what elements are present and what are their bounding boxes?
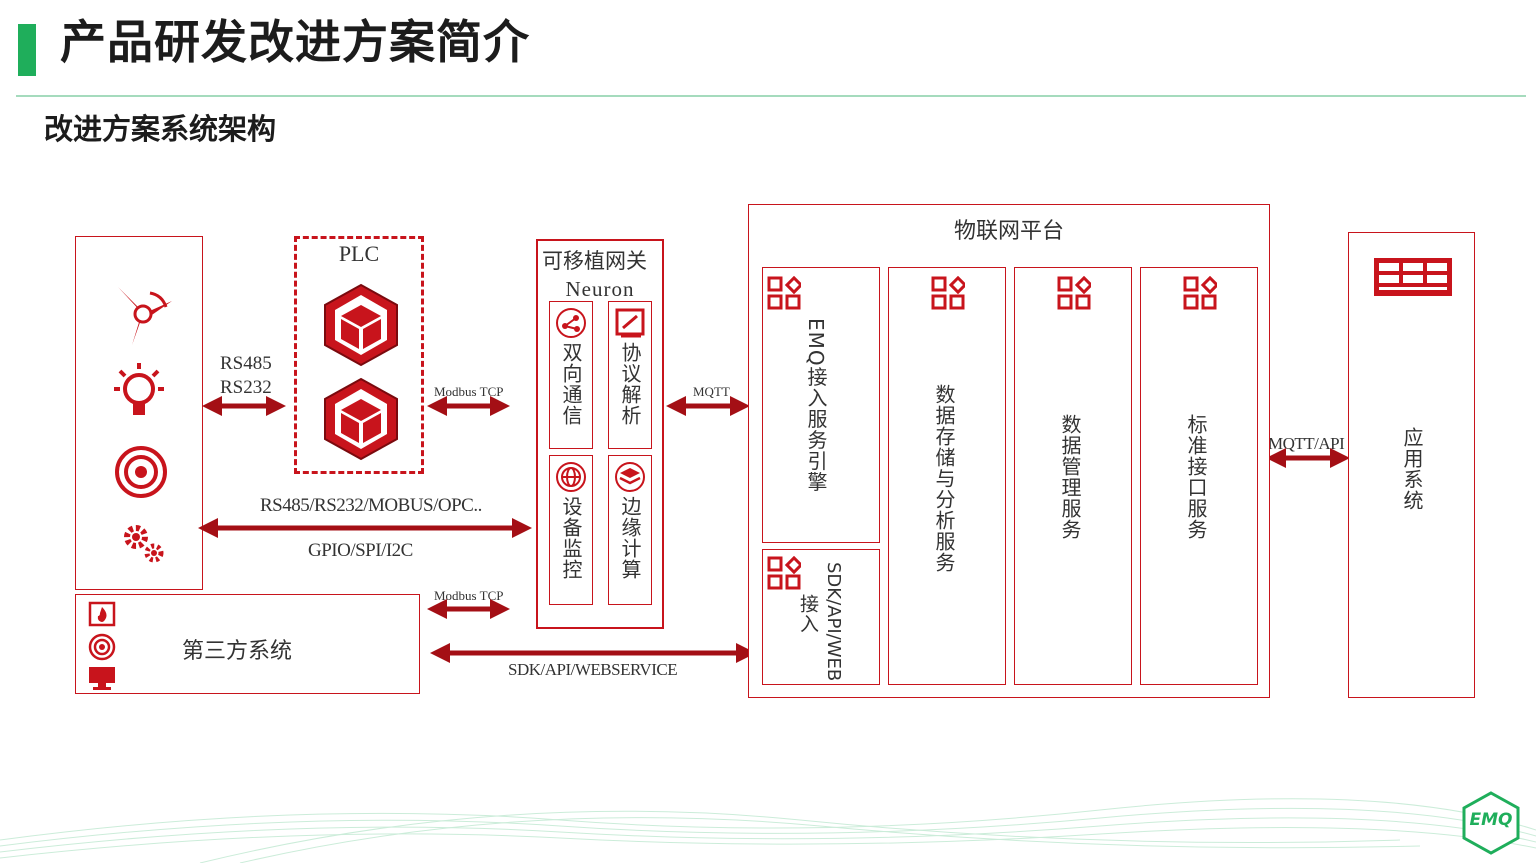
link-label-gpio: GPIO/SPI/I2C <box>308 540 413 561</box>
third-party-label: 第三方系统 <box>182 639 293 664</box>
service-label: EMQ接入服务引擎 <box>804 318 828 493</box>
third-party-panel: 第三方系统 <box>75 594 420 694</box>
apps-icon <box>1183 276 1217 310</box>
service-sdk-access: SDK/API/WEB 接入 <box>762 549 880 685</box>
service-label: 数据存储与分析服务 <box>932 384 956 573</box>
globe-icon <box>556 462 586 492</box>
apps-icon <box>1057 276 1091 310</box>
gateway-subtitle: Neuron <box>565 277 635 301</box>
module-label: 边缘计算 <box>618 496 642 580</box>
service-storage-analysis: 数据存储与分析服务 <box>888 267 1006 685</box>
gateway-module-protocol: 协议解析 <box>608 301 652 449</box>
monitor-icon <box>89 667 115 690</box>
title-accent-bar <box>18 24 36 76</box>
gateway-title: 可移植网关 <box>542 249 647 273</box>
wind-turbine-icon <box>118 287 172 345</box>
header-divider <box>16 95 1526 97</box>
gateway-module-monitor: 设备监控 <box>549 455 593 605</box>
apps-icon <box>767 556 801 590</box>
layers-icon <box>615 462 645 492</box>
field-devices-panel <box>75 236 203 590</box>
iot-platform-panel: 物联网平台 EMQ接入服务引擎 SDK/API/WEB 接入 数据存储与分析服务… <box>748 204 1270 698</box>
logo-hexagon-icon <box>1462 791 1520 855</box>
target-sensor-icon <box>88 633 116 661</box>
sdk-access-line1: SDK/API/WEB <box>822 562 844 682</box>
service-label: 标准接口服务 <box>1184 414 1208 540</box>
gateway-module-bidirectional: 双向通信 <box>549 301 593 449</box>
service-emq-access: EMQ接入服务引擎 <box>762 267 880 543</box>
gateway-panel: 可移植网关 Neuron 双向通信 协议解析 设备监控 边 <box>536 239 664 629</box>
apps-icon <box>767 276 801 310</box>
target-sensor-icon <box>115 446 167 498</box>
page-title: 产品研发改进方案简介 <box>60 15 530 69</box>
lightbulb-icon <box>114 363 164 415</box>
serial-label-rs485: RS485 <box>220 353 272 374</box>
application-panel: 应用系统 <box>1348 232 1475 698</box>
serial-label-rs232: RS232 <box>220 377 272 398</box>
link-label-modbus-top: Modbus TCP <box>434 384 504 399</box>
gears-icon <box>124 525 164 563</box>
service-label: 数据管理服务 <box>1058 414 1082 540</box>
emq-logo: EMQ <box>1458 790 1524 856</box>
module-label: 设备监控 <box>559 496 583 580</box>
sdk-access-line2: 接入 <box>796 594 819 634</box>
module-label: 协议解析 <box>618 342 642 426</box>
gateway-module-edge: 边缘计算 <box>608 455 652 605</box>
logo-text: EMQ <box>1469 810 1513 830</box>
link-label-mqtt: MQTT <box>693 384 730 399</box>
server-icon <box>1374 258 1452 296</box>
edit-icon <box>615 308 645 338</box>
apps-icon <box>931 276 965 310</box>
module-label: 双向通信 <box>559 342 583 426</box>
application-label: 应用系统 <box>1400 427 1424 511</box>
fire-icon <box>88 601 116 627</box>
link-label-sdk: SDK/API/WEBSERVICE <box>508 660 678 679</box>
plc-label: PLC <box>338 241 380 266</box>
link-label-fieldbus: RS485/RS232/MOBUS/OPC.. <box>260 495 482 516</box>
plc-panel: PLC <box>294 236 424 474</box>
footer-wave-decoration <box>0 798 1536 863</box>
share-icon <box>556 308 586 338</box>
section-title: 改进方案系统架构 <box>44 112 277 146</box>
service-standard-interface: 标准接口服务 <box>1140 267 1258 685</box>
service-data-management: 数据管理服务 <box>1014 267 1132 685</box>
platform-title: 物联网平台 <box>953 219 1064 244</box>
